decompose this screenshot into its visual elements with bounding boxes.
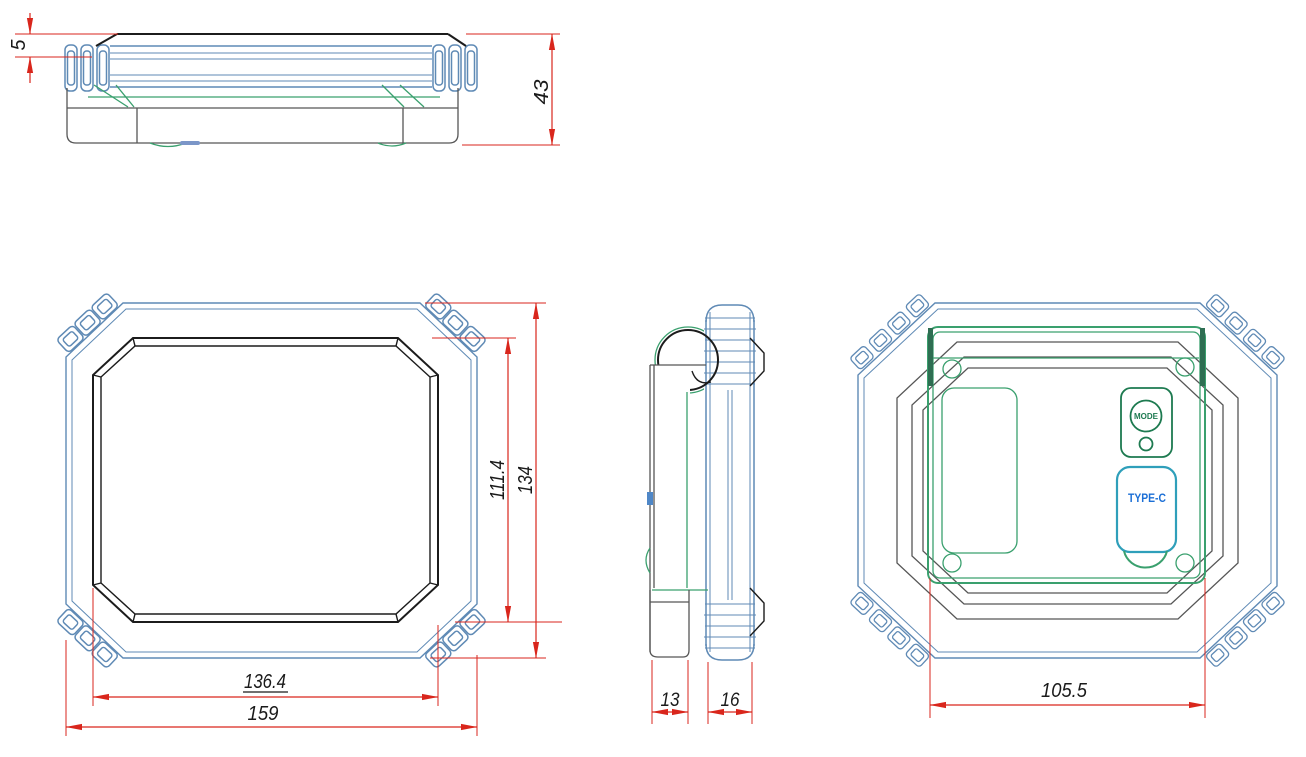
top-glass-edge <box>95 33 467 47</box>
dim-105-5-value: 105.5 <box>1041 680 1088 702</box>
mode-button[interactable] <box>1129 399 1163 433</box>
side-bumper-ribs-bottom <box>704 603 756 649</box>
back-bumper-outline <box>857 302 1278 659</box>
view-front: 111.4 134 136.4 159 <box>55 291 562 736</box>
dimension-height-43: 43 <box>462 33 560 146</box>
back-panel-hinge-right <box>1200 328 1205 386</box>
dimension-screen-height-111-4: 111.4 <box>432 337 562 623</box>
dim-136-4-value: 136.4 <box>244 671 286 693</box>
top-seal-lines <box>88 84 440 108</box>
front-bezel-facets <box>92 337 439 623</box>
type-c-label: TYPE-C <box>1128 491 1166 505</box>
mode-button-panel: MODE <box>1120 387 1173 458</box>
dimension-body-13: 13 <box>651 660 689 724</box>
top-body-outline <box>66 88 459 144</box>
dimension-panel-width-105-5: 105.5 <box>929 578 1206 718</box>
screw-holes <box>942 357 1195 573</box>
side-foot <box>649 590 690 658</box>
type-c-cover-flap <box>1123 550 1168 569</box>
dimension-overall-height-134: 134 <box>425 302 546 659</box>
screw-hole-top-right <box>1175 357 1195 377</box>
type-c-port: TYPE-C <box>1115 465 1178 569</box>
side-hanger-curl <box>691 370 712 384</box>
view-back: MODE TYPE-C 105.5 <box>848 292 1287 718</box>
side-body-profile <box>645 364 708 658</box>
dim-159-value: 159 <box>248 703 279 725</box>
back-bumper-inner-line <box>863 308 1272 653</box>
top-bumper-band <box>110 45 432 88</box>
side-button-mark <box>647 492 653 505</box>
back-panel-hinge-left <box>928 328 933 386</box>
top-foot-details <box>149 141 407 148</box>
dimension-screen-width-136-4: 136.4 <box>92 588 439 706</box>
side-bumper-column <box>704 304 756 662</box>
screw-hole-bottom-right <box>1175 553 1195 573</box>
mode-button-label: MODE <box>1134 412 1159 421</box>
dim-134-value: 134 <box>515 466 537 494</box>
dimension-bumper-16: 16 <box>707 662 753 724</box>
front-bumper-inner-line <box>71 308 472 653</box>
battery-cover <box>941 387 1018 554</box>
dimension-step-5: 5 <box>8 13 118 83</box>
back-shell-steps <box>896 341 1239 620</box>
back-panel <box>927 326 1206 584</box>
led-indicator <box>1138 436 1154 452</box>
side-bezel-corner-marks <box>749 337 765 637</box>
screw-hole-bottom-left <box>942 553 962 573</box>
side-latch-bump <box>645 547 651 574</box>
front-bumper-outline <box>65 302 478 659</box>
side-bumper-ribs-top <box>704 317 756 385</box>
top-port-mark <box>180 141 200 145</box>
dim-13-value: 13 <box>661 690 680 711</box>
view-top-profile: 5 43 <box>8 13 560 148</box>
dim-16-value: 16 <box>721 690 740 711</box>
screw-hole-top-left <box>942 359 962 379</box>
view-side: 13 16 <box>645 304 765 724</box>
dim-step-5-value: 5 <box>8 39 30 51</box>
top-bumper-end-ribs <box>64 44 478 92</box>
dimension-overall-width-159: 159 <box>65 640 478 736</box>
side-body-fill <box>649 365 690 657</box>
dim-111-4-value: 111.4 <box>487 460 509 500</box>
dim-height-43-value: 43 <box>531 80 553 105</box>
